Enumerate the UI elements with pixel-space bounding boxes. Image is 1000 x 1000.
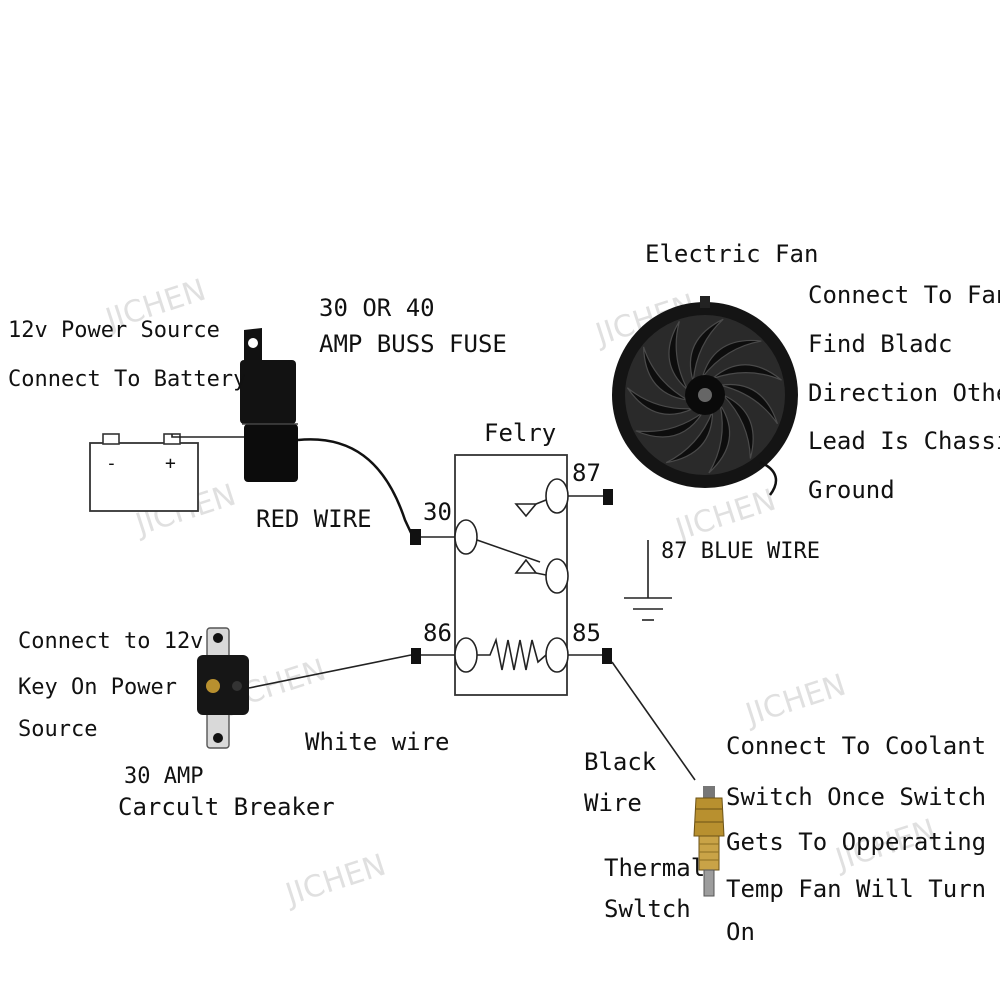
breaker-body [197, 655, 249, 715]
relay [411, 454, 613, 696]
battery-positive-sign: + [165, 453, 176, 474]
battery-negative-sign: - [106, 453, 117, 474]
fan-blade [689, 318, 724, 382]
pin-86-label: 86 [423, 619, 452, 647]
fuse-label: AMP BUSS FUSE [319, 330, 507, 358]
breaker-label: Carcult Breaker [118, 793, 335, 821]
fan-blade [708, 404, 731, 474]
fan-blade [668, 321, 689, 391]
fan-blade [635, 412, 703, 438]
thermal-switch-label: Thermal [604, 854, 705, 882]
coolant-note: Gets To Opperating [726, 828, 986, 856]
power-source-label: Connect To Battery [8, 367, 246, 392]
coolant-note: Connect To Coolant [726, 732, 986, 760]
coolant-note: Switch Once Switch [726, 783, 986, 811]
black-wire [611, 661, 696, 781]
fan-note: Lead Is Chassis [808, 427, 1000, 455]
coolant-note: On [726, 918, 755, 946]
pin-87-label: 87 [572, 459, 601, 487]
watermark: JICHEN [740, 668, 850, 734]
fan-note: Ground [808, 476, 895, 504]
fan-blade [626, 387, 694, 415]
relay-coil [477, 637, 547, 671]
fuse-holder-top [240, 360, 296, 424]
battery-body [89, 442, 199, 512]
power-source-label: 12v Power Source [8, 318, 220, 343]
relay-switch-arm [476, 539, 541, 563]
fan-blade [720, 383, 779, 425]
fuse-holder-bottom [244, 424, 298, 482]
fan-blades [626, 318, 782, 474]
black-wire-label: Black [584, 748, 657, 776]
fan-blade [701, 339, 762, 378]
fan-note: Find Bladc [808, 330, 953, 358]
terminal-30-connector [410, 529, 421, 545]
key-power-label: Connect to 12v [18, 629, 203, 654]
fan-lead-wire [759, 460, 778, 496]
fuse-mount-hole [248, 338, 258, 348]
terminal-85-connector [602, 648, 612, 664]
coolant-note: Temp Fan Will Turn [726, 875, 986, 903]
electric-fan-icon [612, 296, 798, 496]
white-wire-label: White wire [305, 728, 450, 756]
thermal-switch-hex-body [693, 797, 725, 837]
terminal-87-connector [603, 489, 613, 505]
key-power-label: Source [18, 717, 97, 742]
breaker-label: 30 AMP [124, 764, 203, 789]
fuse-label: 30 OR 40 [319, 294, 435, 322]
fan-note: Direction Other [808, 379, 1000, 407]
relay-label: Felry [484, 419, 556, 447]
fan-title: Electric Fan [645, 240, 818, 268]
fan-blade [712, 364, 782, 381]
ground-symbol [624, 540, 672, 621]
thermal-switch-probe [703, 869, 715, 897]
red-wire-label: RED WIRE [256, 505, 372, 533]
fan-note: Connect To Fan [808, 281, 1000, 309]
fan-blade [722, 394, 754, 459]
key-power-label: Key On Power [18, 675, 177, 700]
white-wire [248, 654, 412, 689]
watermark: JICHEN [280, 848, 390, 914]
pin-85-label: 85 [572, 619, 601, 647]
fuse-holder [240, 328, 298, 482]
fan-blade [665, 411, 714, 464]
fan-mount-tab [700, 296, 710, 308]
terminal-86-connector [411, 648, 421, 664]
battery-negative-terminal [102, 433, 120, 445]
thermal-switch-label: Swltch [604, 895, 691, 923]
blue-wire-label: 87 BLUE WIRE [661, 539, 820, 564]
battery: - + [89, 433, 199, 512]
thermal-switch-icon [693, 786, 725, 897]
black-wire-label: Wire [584, 789, 642, 817]
circuit-breaker-icon [197, 627, 249, 749]
pin-30-label: 30 [423, 498, 452, 526]
red-wire [171, 434, 421, 545]
breaker-terminal [206, 679, 220, 693]
fan-blade [642, 346, 689, 401]
